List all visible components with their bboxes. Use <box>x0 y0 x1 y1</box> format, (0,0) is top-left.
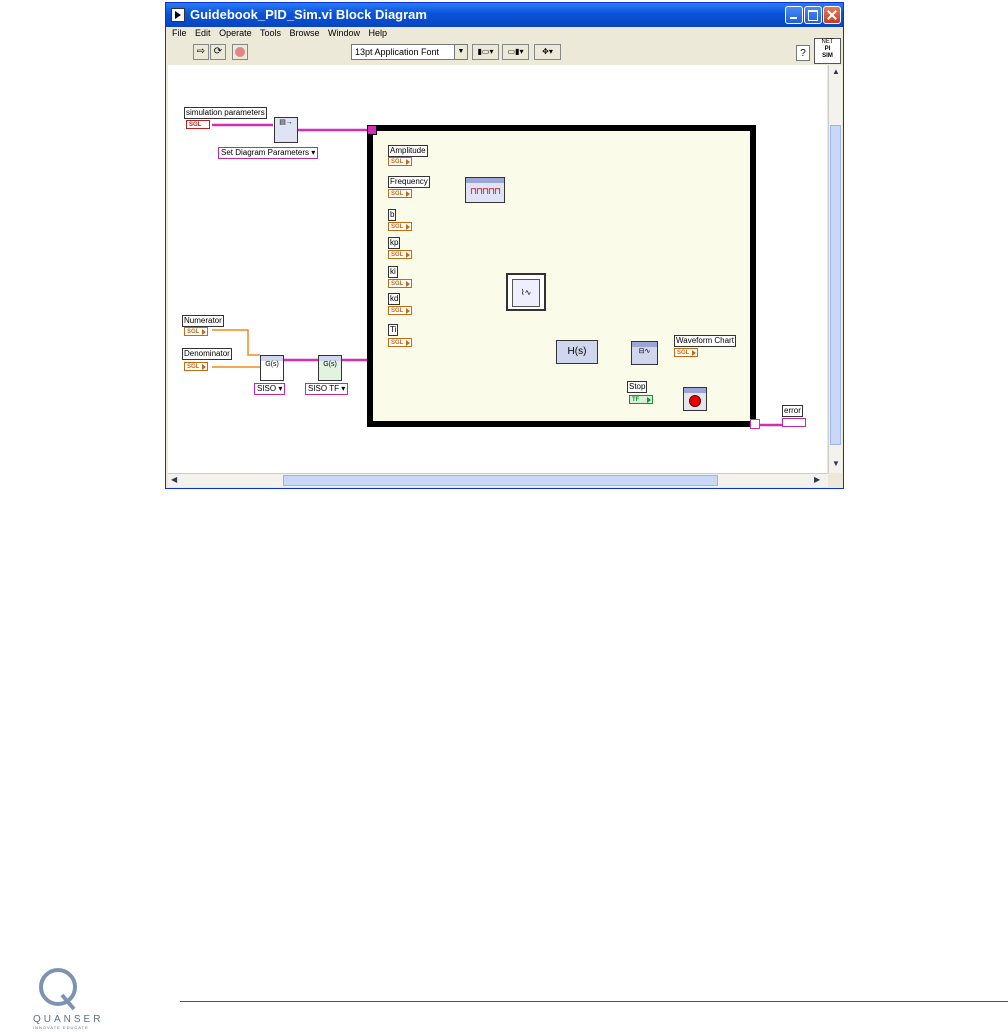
while-loop[interactable] <box>367 125 756 427</box>
horizontal-scrollbar[interactable]: ◀ ▶ <box>168 473 828 487</box>
diagram-canvas[interactable]: simulation parameters SGL ▤→ Set Diagram… <box>168 65 827 473</box>
b-terminal[interactable]: SGL <box>388 222 412 231</box>
ti-label: Ti <box>388 324 399 336</box>
pid-controller-icon[interactable]: ⌇∿ <box>506 273 546 311</box>
ti-terminal[interactable]: SGL <box>388 338 412 347</box>
quanser-logo-icon <box>39 968 77 1011</box>
maximize-button[interactable] <box>804 6 822 24</box>
simulation-parameters-label: simulation parameters <box>184 107 267 119</box>
distribute-objects-icon[interactable]: ▭▮▾ <box>502 44 529 60</box>
sim-parameters-node-icon[interactable]: ▤→ <box>274 117 298 143</box>
run-arrow-icon[interactable]: ⇨ <box>193 44 209 60</box>
shift-register-in <box>367 125 377 135</box>
frequency-label: Frequency <box>388 176 430 188</box>
kp-label: kp <box>388 237 401 249</box>
toolbar: ⇨ ⟳ 13pt Application Font ▼ ▮▭▾ ▭▮▾ ✥▾ <box>166 42 843 64</box>
vi-icon[interactable]: NET PI SIM <box>814 38 841 64</box>
menu-tools[interactable]: Tools <box>259 28 281 38</box>
vi-icon-line3: SIM <box>822 53 833 59</box>
convert-tf-icon[interactable]: G(s) <box>318 355 342 381</box>
footer-divider <box>180 1001 1008 1002</box>
menu-file[interactable]: File <box>172 28 187 38</box>
stop-label: Stop <box>627 381 648 393</box>
menu-browse[interactable]: Browse <box>289 28 320 38</box>
brand-name: QUANSER <box>33 1014 104 1025</box>
kp-terminal[interactable]: SGL <box>388 250 412 259</box>
help-icon[interactable]: ? <box>796 45 810 61</box>
create-tf-icon[interactable]: G(s) <box>260 355 284 381</box>
vi-icon-line1: NET <box>821 39 834 45</box>
numerator-terminal[interactable]: SGL <box>184 327 208 336</box>
title-bar[interactable]: Guidebook_PID_Sim.vi Block Diagram <box>166 3 843 27</box>
collector-icon[interactable]: ⊟∿ <box>631 341 658 365</box>
close-button[interactable] <box>823 6 841 24</box>
signal-generator-icon[interactable]: ⊓⊓⊓⊓⊓ <box>465 177 505 203</box>
font-select[interactable]: 13pt Application Font ▼ <box>351 44 468 60</box>
font-select-value: 13pt Application Font <box>355 47 440 57</box>
error-label: error <box>782 405 803 417</box>
vi-icon-line2: PI <box>824 46 831 52</box>
kd-terminal[interactable]: SGL <box>388 306 412 315</box>
set-diagram-parameters-label: Set Diagram Parameters <box>221 148 310 157</box>
chevron-down-icon: ▼ <box>454 45 467 59</box>
denominator-label: Denominator <box>182 348 232 360</box>
ki-label: ki <box>388 266 398 278</box>
labview-run-icon <box>171 8 185 22</box>
waveform-chart-label: Waveform Chart <box>674 335 736 347</box>
scroll-left-icon[interactable]: ◀ <box>171 475 178 484</box>
menu-help[interactable]: Help <box>368 28 388 38</box>
menu-window[interactable]: Window <box>328 28 361 38</box>
horizontal-scroll-thumb[interactable] <box>283 475 718 486</box>
error-tunnel <box>750 419 760 429</box>
scroll-down-icon[interactable]: ▼ <box>832 459 840 468</box>
brand-tagline: INNOVATE EDUCATE <box>33 1025 89 1030</box>
numerator-label: Numerator <box>182 315 224 327</box>
convert-tf-glyph: G(s) <box>323 361 337 368</box>
siso-ring[interactable]: SISO ▾ <box>254 383 286 395</box>
denominator-terminal[interactable]: SGL <box>184 362 208 371</box>
siso-tf-ring[interactable]: SISO TF ▾ <box>305 383 349 395</box>
simulation-parameters-terminal[interactable]: SGL <box>186 120 210 129</box>
error-terminal[interactable] <box>782 418 806 427</box>
set-diagram-parameters-ring[interactable]: Set Diagram Parameters ▾ <box>218 147 319 159</box>
minimize-button[interactable] <box>785 6 803 24</box>
siso-tf-label: SISO TF <box>308 384 339 393</box>
run-continuously-icon[interactable]: ⟳ <box>210 44 226 60</box>
scroll-up-icon[interactable]: ▲ <box>832 67 840 76</box>
menu-edit[interactable]: Edit <box>195 28 211 38</box>
b-label: b <box>388 209 397 221</box>
frequency-terminal[interactable]: SGL <box>388 189 412 198</box>
stop-terminal[interactable]: TF <box>629 395 653 404</box>
ki-terminal[interactable]: SGL <box>388 279 412 288</box>
amplitude-label: Amplitude <box>388 145 428 157</box>
menu-operate[interactable]: Operate <box>219 28 252 38</box>
loop-condition-icon[interactable] <box>683 387 707 411</box>
vertical-scroll-thumb[interactable] <box>830 125 841 445</box>
waveform-chart-terminal[interactable]: SGL <box>674 348 698 357</box>
kd-label: kd <box>388 293 401 305</box>
reorder-icon[interactable]: ✥▾ <box>534 44 561 60</box>
create-tf-glyph: G(s) <box>265 361 279 368</box>
abort-icon[interactable] <box>232 44 248 60</box>
siso-label: SISO <box>257 384 277 393</box>
window-title: Guidebook_PID_Sim.vi Block Diagram <box>190 7 427 22</box>
vertical-scrollbar[interactable]: ▲ ▼ <box>828 65 842 473</box>
block-diagram-window: Guidebook_PID_Sim.vi Block Diagram File … <box>165 2 844 489</box>
align-objects-icon[interactable]: ▮▭▾ <box>472 44 499 60</box>
scroll-right-icon[interactable]: ▶ <box>814 475 821 484</box>
amplitude-terminal[interactable]: SGL <box>388 157 412 166</box>
transfer-function-icon[interactable]: H(s) <box>556 340 598 364</box>
menu-bar: File Edit Operate Tools Browse Window He… <box>172 28 393 42</box>
